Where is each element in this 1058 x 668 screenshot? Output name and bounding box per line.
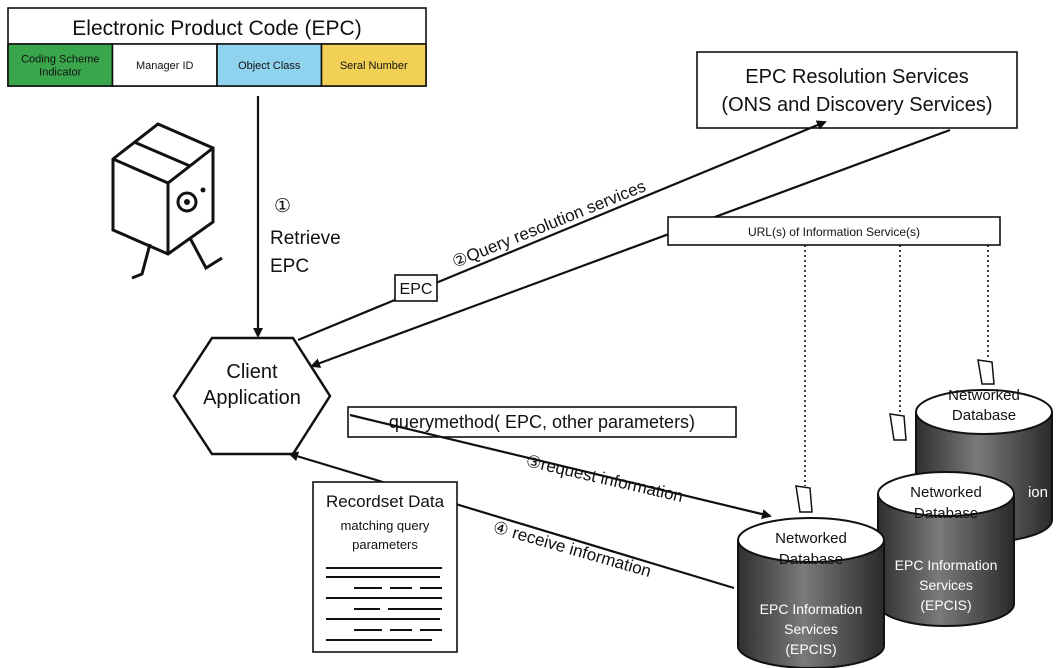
step2-label: ②Query resolution services [449,177,648,272]
receive-information-arrow [288,451,735,590]
step4-label: ④ receive information [491,518,653,581]
epc-field-cell [7,43,114,87]
recordset-title: Recordset Data [326,492,445,511]
db2-side-line3: (EPCIS) [920,597,971,613]
client-label-line2: Application [203,387,301,409]
db3-pointer-icon [977,359,995,385]
db1-top-line2: Database [779,551,843,568]
db3-top-line1: Networked [948,387,1020,404]
recordset-line2: parameters [352,537,418,552]
product-box-icon [111,122,223,280]
recordset-text-lines [326,567,442,641]
db1-side-line3: (EPCIS) [785,641,836,657]
db2-top-line2: Database [914,505,978,522]
db3-top-line2: Database [952,407,1016,424]
epc-field-label: Manager ID [136,60,194,72]
db2-top-line1: Networked [910,484,982,501]
recordset-line1: matching query [341,518,430,533]
epc-field-cell [320,43,427,87]
resolution-services-box [696,51,1018,129]
step3-label: ③request information [524,451,685,506]
networked-database-1: Networked Database EPC Information Servi… [737,485,885,668]
db1-top-line1: Networked [775,530,847,547]
epc-tag-box [394,274,438,302]
db1-side-line1: EPC Information [760,601,863,617]
step1-label-line2: EPC [270,256,309,277]
db2-pointer-icon [889,413,907,441]
resolution-services-line1: EPC Resolution Services [745,66,968,88]
resolution-services-line2: (ONS and Discovery Services) [721,94,992,116]
recordset-document: Recordset Data matching query parameters [312,481,458,653]
epc-field-label: Coding Scheme [21,54,99,66]
resolution-response-arrow [310,128,951,368]
query-resolution-arrow [297,120,827,342]
db1-side-line2: Services [784,621,838,637]
step1-number: ① [274,196,291,217]
epc-tag-label: EPC [400,281,433,298]
url-info-service-box [667,216,1001,246]
db2-side-line2: Services [919,577,973,593]
db2-side-line1: EPC Information [895,557,998,573]
epc-field-label: Object Class [238,60,301,72]
query-method-label: querymethod( EPC, other parameters) [389,412,695,432]
url-info-service-label: URL(s) of Information Service(s) [748,225,920,239]
step1-label-line1: Retrieve [270,228,341,249]
db1-pointer-icon [795,485,813,513]
networked-database-2: Networked Database EPC Information Servi… [877,413,1015,627]
client-label-line1: Client [226,361,278,383]
query-method-box [347,406,737,438]
epc-table: Electronic Product Code (EPC) Coding Sch… [7,7,427,87]
epc-field-label: Indicator [39,67,82,79]
db3-side-text: ion [1028,484,1048,501]
epc-field-label: Seral Number [340,60,408,72]
epc-table-title: Electronic Product Code (EPC) [72,17,361,40]
epc-field-cell [111,43,218,87]
request-information-arrow [349,413,772,519]
